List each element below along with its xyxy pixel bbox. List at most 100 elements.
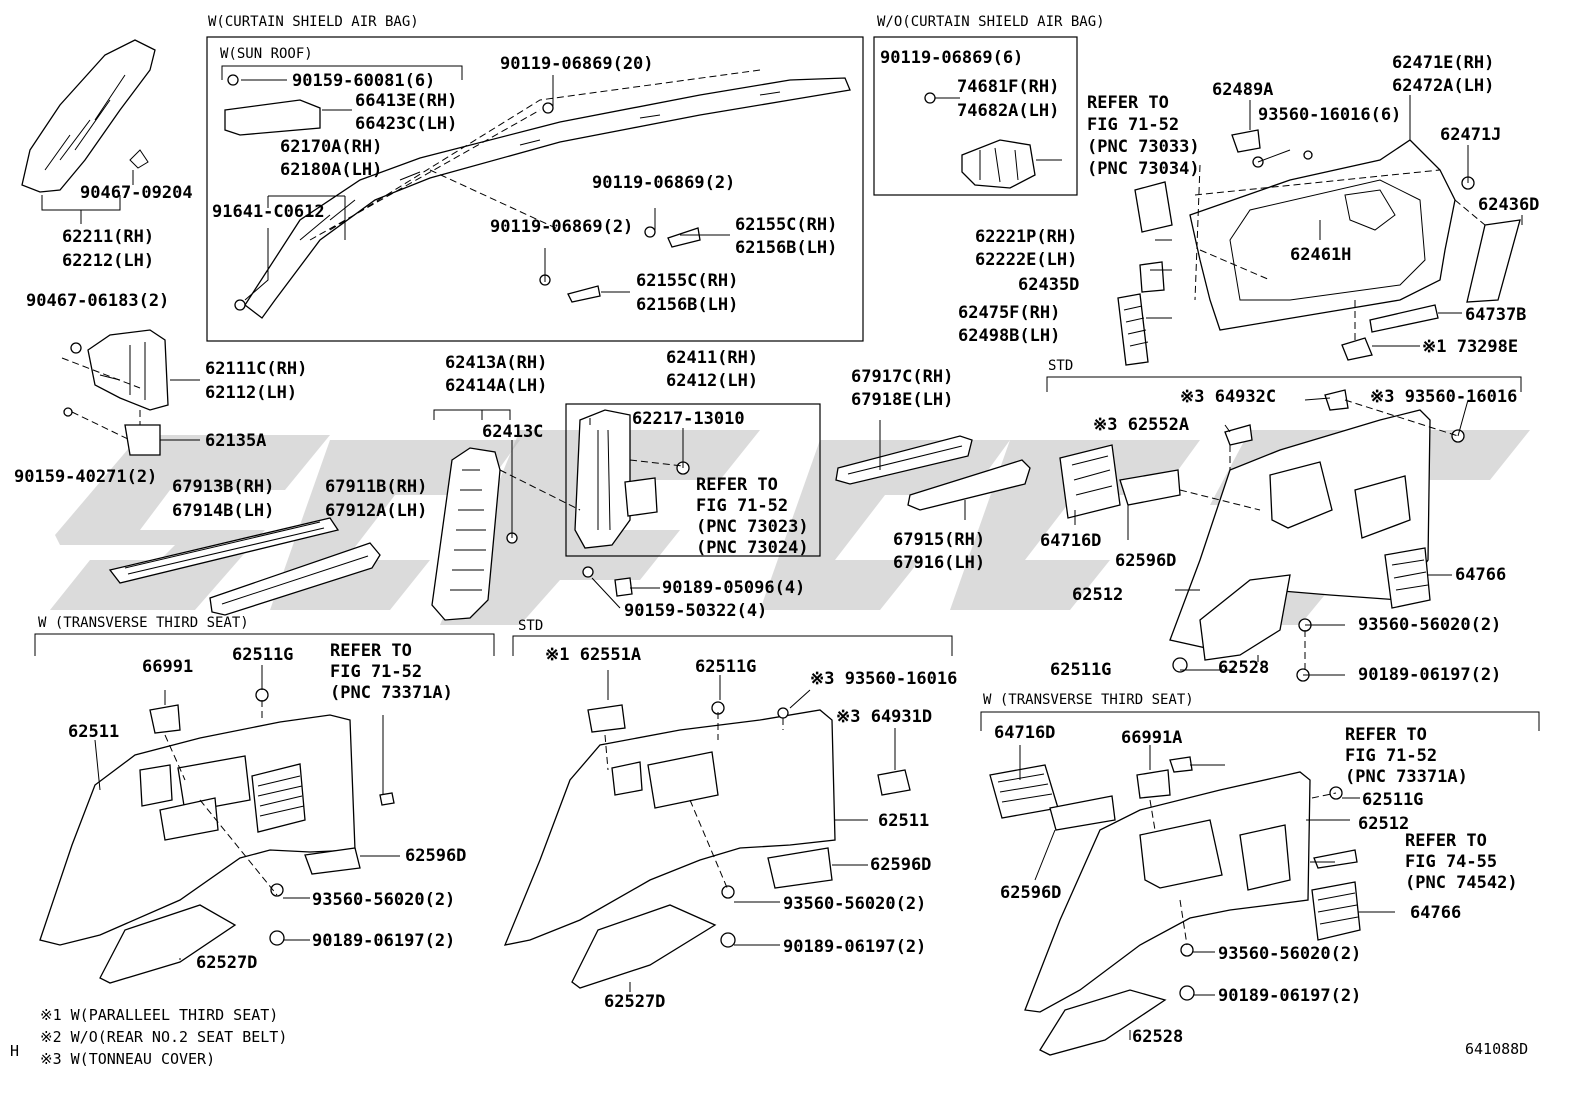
refer-5-line-2: FIG 74-55: [1405, 852, 1497, 872]
label-62412: 62412(LH): [666, 371, 758, 391]
transverse-right-bracket: [980, 711, 1540, 731]
label-74682a: 74682A(LH): [957, 101, 1059, 121]
label-62596d-a: 62596D: [1115, 551, 1176, 571]
label-90159-40271: 90159-40271(2): [14, 467, 157, 487]
sun-roof-bracket: [221, 65, 463, 80]
label-93560-6: 93560-16016(6): [1258, 105, 1401, 125]
label-90159-60081: 90159-60081(6): [292, 71, 435, 91]
quarter-trim-transverse-right: [989, 756, 1361, 1056]
std-bottom-bracket: [512, 635, 953, 656]
label-62156b-b: 62156B(LH): [636, 295, 738, 315]
refer-3-line-2: FIG 71-52: [330, 662, 422, 682]
label-62180a: 62180A(LH): [280, 160, 382, 180]
label-93560-56020-d: 93560-56020(2): [1218, 944, 1361, 964]
label-62436d: 62436D: [1478, 195, 1539, 215]
label-62511-b: 62511: [878, 811, 929, 831]
label-67916: 67916(LH): [893, 553, 985, 573]
label-64766-b: 64766: [1410, 903, 1461, 923]
label-62155c-a: 62155C(RH): [735, 215, 837, 235]
std-right-bracket: [1046, 376, 1522, 392]
label-90189-06197-c: 90189-06197(2): [783, 937, 926, 957]
refer-3-line-1: REFER TO: [330, 641, 412, 661]
curtain-airbag: [224, 69, 851, 319]
label-62511g-b: 62511G: [232, 645, 293, 665]
label-62511g-a: 62511G: [1050, 660, 1111, 680]
label-62471j: 62471J: [1440, 125, 1501, 145]
pillar-lower-trim: [63, 329, 169, 456]
label-93560-56020-b: 93560-56020(2): [312, 890, 455, 910]
label-62472a: 62472A(LH): [1392, 76, 1494, 96]
label-62413c: 62413C: [482, 422, 543, 442]
label-90189-06197-d: 90189-06197(2): [1218, 986, 1361, 1006]
part-labels: 90467-09204 62211(RH) 62212(LH) 90467-06…: [14, 48, 1539, 1047]
label-62413a: 62413A(RH): [445, 353, 547, 373]
label-90119-20: 90119-06869(20): [500, 54, 654, 74]
label-62170a: 62170A(RH): [280, 137, 382, 157]
label-62217: 62217-13010: [632, 409, 745, 429]
corner-mark: H: [10, 1042, 19, 1060]
label-90189-06197-b: 90189-06197(2): [312, 931, 455, 951]
airbag-bracket-wo: [924, 92, 1036, 189]
label-67911b: 67911B(RH): [325, 477, 427, 497]
refer-1-line-3: (PNC 73033): [1087, 137, 1200, 157]
label-62551a: ※1 62551A: [545, 645, 641, 665]
refer-5-line-3: (PNC 74542): [1405, 873, 1518, 893]
refer-1-line-4: (PNC 73034): [1087, 159, 1200, 179]
label-62221p: 62221P(RH): [975, 227, 1077, 247]
label-90467-06183: 90467-06183(2): [26, 291, 169, 311]
label-90119-6: 90119-06869(6): [880, 48, 1023, 68]
label-62411: 62411(RH): [666, 348, 758, 368]
header-no-curtain-shield: W/O(CURTAIN SHIELD AIR BAG): [877, 14, 1105, 30]
header-std-right: STD: [1048, 358, 1073, 374]
a-pillar-trim: [21, 39, 156, 193]
label-67913b: 67913B(RH): [172, 477, 274, 497]
header-std-bottom: STD: [518, 618, 543, 634]
label-62155c-b: 62155C(RH): [636, 271, 738, 291]
label-62414a: 62414A(LH): [445, 376, 547, 396]
quarter-trim-transverse-left: [39, 688, 395, 984]
header-curtain-shield: W(CURTAIN SHIELD AIR BAG): [208, 14, 419, 30]
refer-4-line-2: FIG 71-52: [1345, 746, 1437, 766]
label-62512-b: 62512: [1358, 814, 1409, 834]
label-62475f: 62475F(RH): [958, 303, 1060, 323]
label-62596d-c: 62596D: [870, 855, 931, 875]
label-64932c: ※3 64932C: [1180, 387, 1276, 407]
dash-62111: [61, 357, 141, 441]
footnote-1: ※1 W(PARALLEEL THIRD SEAT): [40, 1006, 278, 1024]
label-62511g-d: 62511G: [1362, 790, 1423, 810]
curtain-shield-box: [206, 36, 864, 342]
label-62111c: 62111C(RH): [205, 359, 307, 379]
label-67914b: 67914B(LH): [172, 501, 274, 521]
footnote-2: ※2 W/O(REAR NO.2 SEAT BELT): [40, 1028, 287, 1046]
label-93560-56020-a: 93560-56020(2): [1358, 615, 1501, 635]
label-74681f: 74681F(RH): [957, 77, 1059, 97]
label-67918e: 67918E(LH): [851, 390, 953, 410]
footnotes: ※1 W(PARALLEEL THIRD SEAT) ※2 W/O(REAR N…: [10, 1006, 1528, 1068]
quarter-trim-upper: [1117, 129, 1521, 366]
label-64716d-a: 64716D: [1040, 531, 1101, 551]
leader-91641: [244, 195, 346, 301]
label-66991: 66991: [142, 657, 193, 677]
label-90119-2b: 90119-06869(2): [490, 217, 633, 237]
refer-2-line-1: REFER TO: [696, 475, 778, 495]
label-90119-2a: 90119-06869(2): [592, 173, 735, 193]
label-90467-09204: 90467-09204: [80, 183, 193, 203]
label-91641: 91641-C0612: [212, 202, 325, 222]
label-62552a: ※3 62552A: [1093, 415, 1189, 435]
transverse-left-bracket: [34, 633, 495, 656]
refer-4-line-1: REFER TO: [1345, 725, 1427, 745]
label-66991a: 66991A: [1121, 728, 1182, 748]
refer-1-line-2: FIG 71-52: [1087, 115, 1179, 135]
diagram-id: 641088D: [1465, 1040, 1528, 1058]
label-62489a: 62489A: [1212, 80, 1273, 100]
label-93560-16016-b: ※3 93560-16016: [810, 669, 957, 689]
header-transverse-left: W (TRANSVERSE THIRD SEAT): [38, 615, 249, 631]
label-64931d: ※3 64931D: [836, 707, 932, 727]
quarter-trim-std-bottom: [503, 701, 911, 989]
label-62527d-b: 62527D: [604, 992, 665, 1012]
refer-5-line-1: REFER TO: [1405, 831, 1487, 851]
pillar-box: [565, 403, 821, 557]
header-transverse-right: W (TRANSVERSE THIRD SEAT): [983, 692, 1194, 708]
label-93560-16016-s3: ※3 93560-16016: [1370, 387, 1517, 407]
